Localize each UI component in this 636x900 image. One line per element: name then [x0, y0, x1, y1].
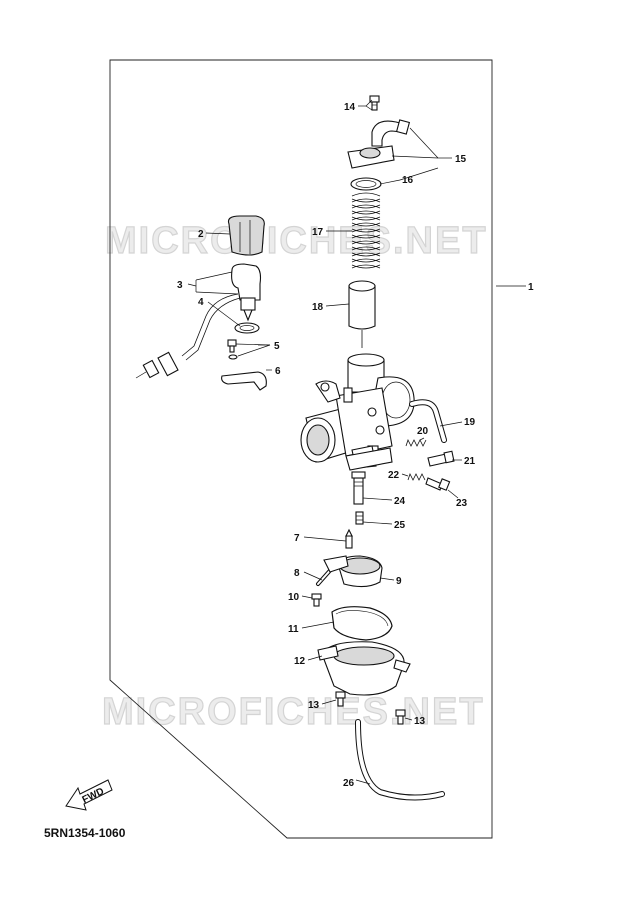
fwd-arrow-icon: FWD [65, 779, 113, 811]
callout-14: 14 [344, 102, 356, 113]
fwd-label: FWD [81, 786, 106, 806]
part-15-cable-elbow [347, 119, 411, 169]
watermark-top: MICROFICHES.NET [105, 220, 488, 262]
callout-2: 2 [198, 229, 204, 240]
part-25-main-jet [355, 511, 364, 525]
callout-23: 23 [456, 498, 468, 509]
callout-17: 17 [312, 227, 324, 238]
callout-4: 4 [198, 297, 204, 308]
part-24-needle-jet [351, 471, 366, 505]
part-5-screw [227, 339, 238, 360]
part-10-screw [311, 593, 322, 607]
callout-19: 19 [464, 417, 476, 428]
callout-21: 21 [464, 456, 476, 467]
callout-13-left: 13 [308, 700, 320, 711]
diagram-code: 5RN1354-1060 [44, 826, 126, 840]
part-16-o-ring [350, 177, 382, 191]
part-11-gasket [331, 606, 393, 641]
callout-13-right: 13 [414, 716, 426, 727]
part-18-throttle-slide [348, 280, 376, 348]
part-13-screw-left [335, 691, 346, 707]
callout-22: 22 [388, 470, 400, 481]
part-3-starter-plunger [231, 263, 262, 322]
part-22-spring [407, 472, 426, 481]
callout-5: 5 [274, 341, 280, 352]
callout-7: 7 [294, 533, 300, 544]
part-14-screw [369, 95, 380, 111]
watermark-bottom: MICROFICHES.NET [102, 691, 485, 733]
part-17-spring [351, 192, 381, 269]
callout-16: 16 [402, 175, 414, 186]
callout-11: 11 [288, 624, 299, 635]
callout-24: 24 [394, 496, 406, 507]
callout-26: 26 [343, 778, 355, 789]
callout-18: 18 [312, 302, 324, 313]
part-23-pilot-screw [425, 477, 451, 491]
callout-10: 10 [288, 592, 300, 603]
callout-9: 9 [396, 576, 402, 587]
part-7-float-needle [345, 528, 353, 549]
callout-6: 6 [275, 366, 281, 377]
callout-1: 1 [528, 282, 534, 293]
part-13-screw-right [395, 709, 406, 725]
part-2-cap [227, 215, 265, 256]
callout-8: 8 [294, 568, 300, 579]
part-21-idle-screw [427, 450, 455, 467]
leader-lines [187, 99, 526, 785]
part-1-carburetor-body [300, 353, 415, 471]
callout-3: 3 [177, 280, 183, 291]
callout-25: 25 [394, 520, 406, 531]
part-12-float-bowl [317, 641, 411, 696]
part-4-wire-harness [135, 293, 260, 379]
callout-12: 12 [294, 656, 306, 667]
part-20-spring [405, 438, 427, 447]
callout-labels: 14 15 16 17 18 2 3 4 5 6 1 19 20 21 22 2… [177, 102, 534, 789]
callout-20: 20 [417, 426, 429, 437]
assembly-frame [109, 59, 493, 839]
part-9-float [323, 555, 383, 588]
callout-15: 15 [455, 154, 467, 165]
part-6-bracket [221, 371, 267, 391]
